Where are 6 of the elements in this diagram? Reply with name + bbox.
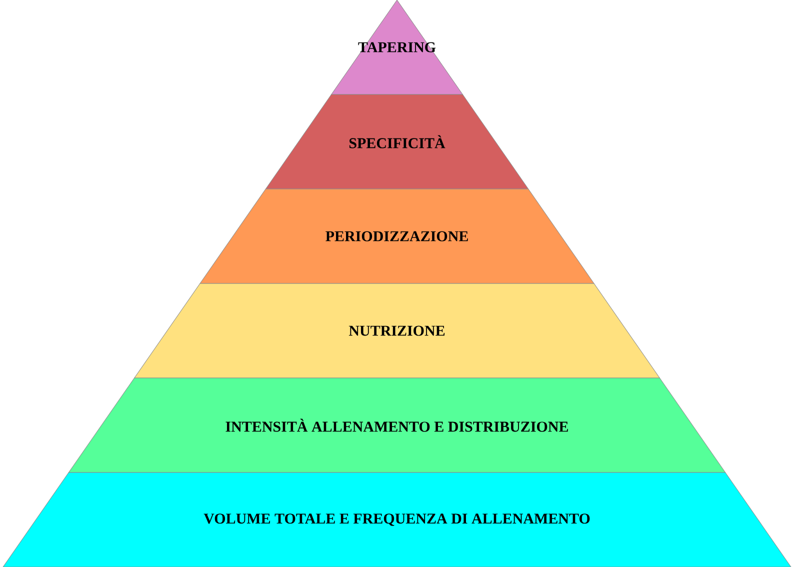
pyramid-layer: NUTRIZIONE: [134, 283, 660, 378]
pyramid-layer: VOLUME TOTALE E FREQUENZA DI ALLENAMENTO: [2, 472, 792, 567]
pyramid-layer: INTENSITÀ ALLENAMENTO E DISTRIBUZIONE: [68, 378, 726, 473]
pyramid-layer: SPECIFICITÀ: [265, 94, 529, 190]
pyramid-layer: PERIODIZZAZIONE: [200, 188, 594, 284]
pyramid-layer: TAPERING: [331, 0, 463, 95]
